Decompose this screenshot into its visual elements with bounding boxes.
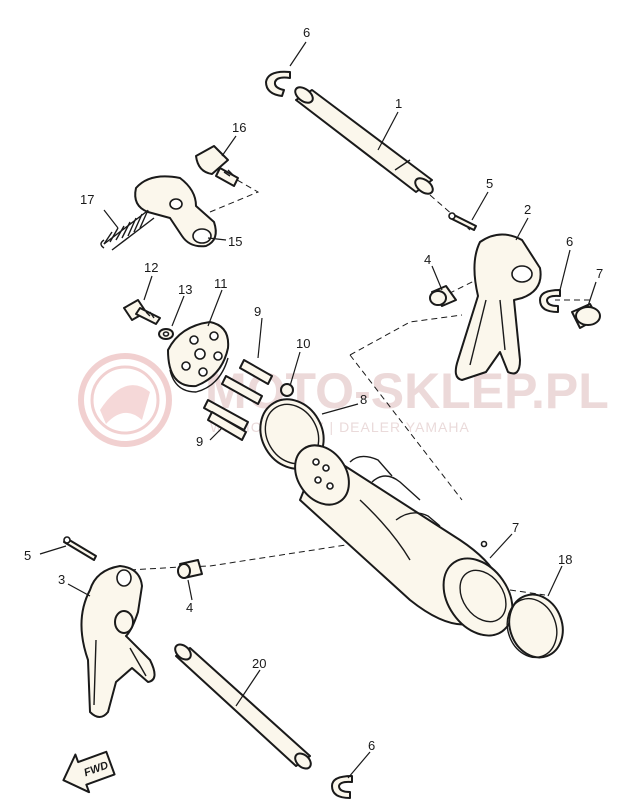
- part-4-guide-pin-lower: [177, 559, 203, 579]
- callout-label: 16: [232, 120, 246, 135]
- part-4-guide-pin-upper: [429, 285, 457, 307]
- callout-label: 7: [512, 520, 519, 535]
- part-20-guide-bar: [174, 643, 312, 770]
- callout-label: 6: [303, 25, 310, 40]
- callout-label: 7: [596, 266, 603, 281]
- part-19-spring: [100, 209, 155, 251]
- callout-label: 12: [144, 260, 158, 275]
- part-7-cap: [571, 303, 601, 329]
- callout-label: 8: [360, 392, 367, 407]
- callout-label: 9: [254, 304, 261, 319]
- leader-lines: [39, 41, 597, 779]
- callout-label: 20: [252, 656, 266, 671]
- part-6-circlip-bottom: [331, 775, 353, 799]
- watermark-dealer-text: W. MICHOWICZ | DEALER YAMAHA: [210, 419, 470, 435]
- part-11-pin-upper: [239, 359, 273, 385]
- watermark-logo: [78, 353, 172, 447]
- part-8-shift-drum: [294, 444, 514, 637]
- part-18-bolt: [195, 145, 239, 187]
- callout-label: 4: [186, 600, 193, 615]
- callout-label: 18: [558, 552, 572, 567]
- part-6-circlip-top: [265, 70, 291, 97]
- callout-label: 2: [524, 202, 531, 217]
- fwd-direction-arrow: FWD: [62, 750, 116, 794]
- callout-label: 17: [80, 192, 94, 207]
- callout-label: 6: [566, 234, 573, 249]
- callout-label: 11: [214, 276, 228, 291]
- part-1-guide-bar: [294, 86, 434, 195]
- part-3-shift-fork: [80, 565, 156, 718]
- part-11-pin-middle: [221, 375, 263, 405]
- callout-label: 9: [196, 434, 203, 449]
- part-14-screw: [123, 299, 161, 325]
- part-15-washer: [158, 328, 174, 340]
- watermark: MOTO-SKLEP.PL W. MICHOWICZ | DEALER YAMA…: [78, 353, 609, 447]
- part-10-pin: [203, 399, 249, 441]
- part-6-circlip-right: [539, 289, 561, 313]
- part-13-segment: [167, 321, 230, 393]
- part-5-cotter-pin-right: [448, 212, 477, 231]
- part-16-end-plug: [506, 593, 564, 659]
- callout-label: 5: [24, 548, 31, 563]
- callout-label: 1: [395, 96, 402, 111]
- callout-label: 3: [58, 572, 65, 587]
- callout-labels: 6 1 16 17 15 5 2 6 7 4 12 13 11 9 10 8 9…: [24, 25, 603, 753]
- callout-label: 15: [228, 234, 242, 249]
- part-17-stopper-lever: [134, 175, 217, 248]
- callout-label: 10: [296, 336, 310, 351]
- part-12-ball: [280, 383, 294, 397]
- callout-label: 6: [368, 738, 375, 753]
- callout-label: 5: [486, 176, 493, 191]
- part-2-shift-fork: [454, 233, 542, 381]
- callout-label: 4: [424, 252, 431, 267]
- part-5-cotter-pin-left: [63, 536, 97, 561]
- callout-label: 13: [178, 282, 192, 297]
